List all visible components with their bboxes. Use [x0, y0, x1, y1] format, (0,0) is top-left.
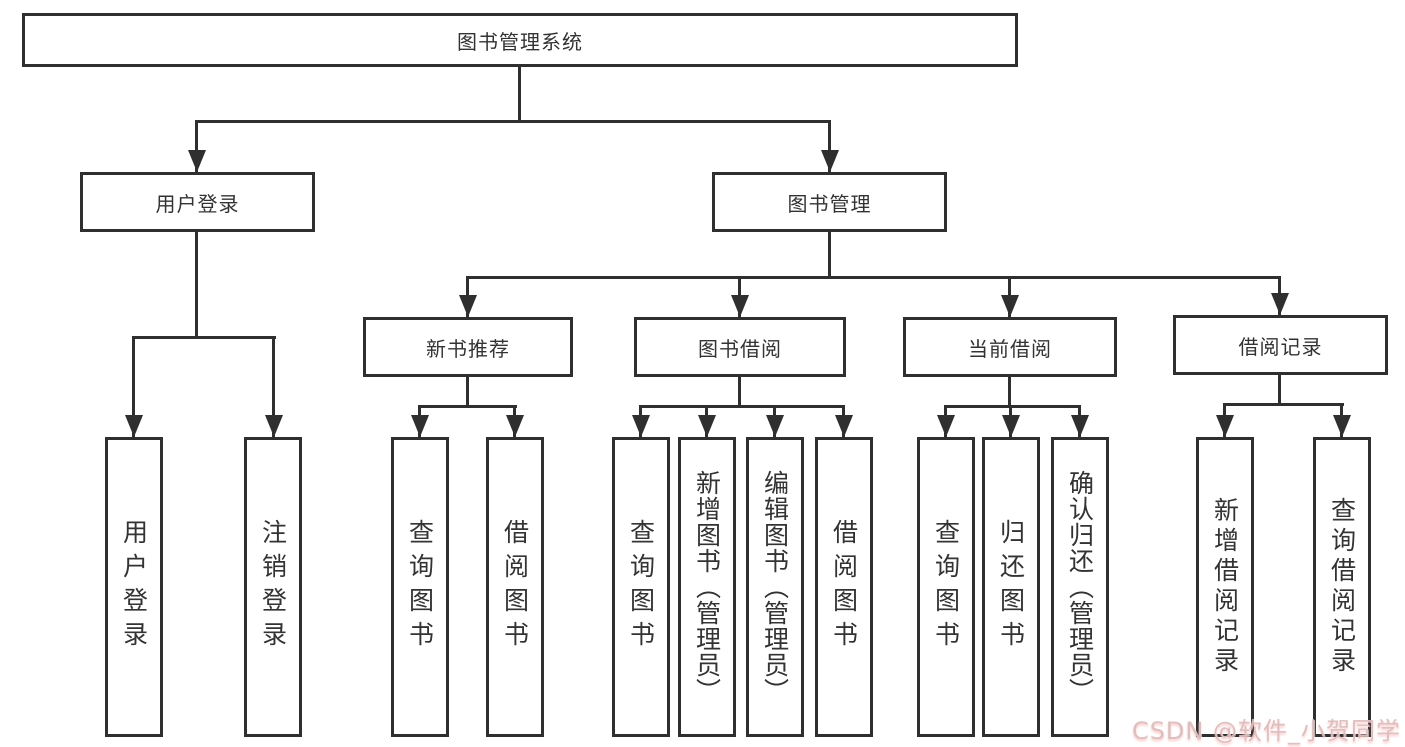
arrowhead-icon: [459, 295, 477, 317]
node-root-system: 图书管理系统: [22, 13, 1018, 67]
arrowhead-icon: [1071, 415, 1089, 437]
connector-drop-leaf: [272, 336, 275, 437]
arrowhead-icon: [731, 295, 749, 317]
node-user-login: 用户登录: [80, 172, 315, 232]
arrowhead-icon: [125, 415, 143, 437]
arrowhead-icon: [1271, 293, 1289, 315]
node-current-borrowing: 当前借阅: [903, 317, 1117, 377]
leaf-borrow-books: 借阅图书: [815, 437, 873, 737]
connector-newbook-split: [418, 405, 517, 408]
arrowhead-icon: [506, 415, 524, 437]
arrowhead-icon: [1001, 295, 1019, 317]
connector-drop-user-login: [195, 120, 198, 172]
connector-newbook-stem: [466, 377, 469, 408]
leaf-return-books: 归还图书: [982, 437, 1040, 737]
leaf-confirm-return-admin: 确认归还（管理员）: [1051, 437, 1109, 737]
leaf-borrow-books-recommend: 借阅图书: [486, 437, 544, 737]
arrowhead-icon: [188, 150, 206, 172]
arrowhead-icon: [1002, 415, 1020, 437]
node-book-borrowing: 图书借阅: [634, 317, 846, 377]
leaf-user-login: 用户登录: [105, 437, 163, 737]
arrowhead-icon: [698, 415, 716, 437]
connector-mgmt-stem: [828, 232, 831, 279]
arrowhead-icon: [1333, 415, 1351, 437]
arrowhead-icon: [821, 150, 839, 172]
connector-current-split: [944, 405, 1081, 408]
leaf-query-books-recommend: 查询图书: [391, 437, 449, 737]
arrowhead-icon: [411, 415, 429, 437]
connector-borrow-stem: [738, 377, 741, 408]
connector-root-split: [195, 120, 831, 123]
connector-borrow-split: [639, 405, 845, 408]
arrowhead-icon: [766, 415, 784, 437]
leaf-query-books-current: 查询图书: [917, 437, 975, 737]
node-borrowing-records: 借阅记录: [1173, 315, 1388, 375]
node-new-book-recommend: 新书推荐: [363, 317, 573, 377]
arrowhead-icon: [265, 415, 283, 437]
leaf-edit-books-admin: 编辑图书（管理员）: [746, 437, 804, 737]
leaf-add-borrow-record: 新增借阅记录: [1196, 437, 1254, 737]
arrowhead-icon: [835, 415, 853, 437]
leaf-query-borrow-record: 查询借阅记录: [1313, 437, 1371, 737]
connector-drop-leaf: [132, 336, 135, 437]
connector-login-split: [132, 336, 276, 339]
arrowhead-icon: [632, 415, 650, 437]
arrowhead-icon: [937, 415, 955, 437]
connector-mgmt-split: [466, 276, 1281, 279]
connector-records-stem: [1278, 375, 1281, 406]
node-book-management: 图书管理: [712, 172, 947, 232]
leaf-add-books-admin: 新增图书（管理员）: [678, 437, 736, 737]
leaf-logout: 注销登录: [244, 437, 302, 737]
leaf-query-books-borrow: 查询图书: [612, 437, 670, 737]
connector-drop-book-mgmt: [828, 120, 831, 172]
connector-current-stem: [1008, 377, 1011, 408]
connector-login-stem: [195, 232, 198, 339]
arrowhead-icon: [1216, 415, 1234, 437]
connector-records-split: [1223, 403, 1344, 406]
connector-root-stem: [518, 65, 521, 123]
